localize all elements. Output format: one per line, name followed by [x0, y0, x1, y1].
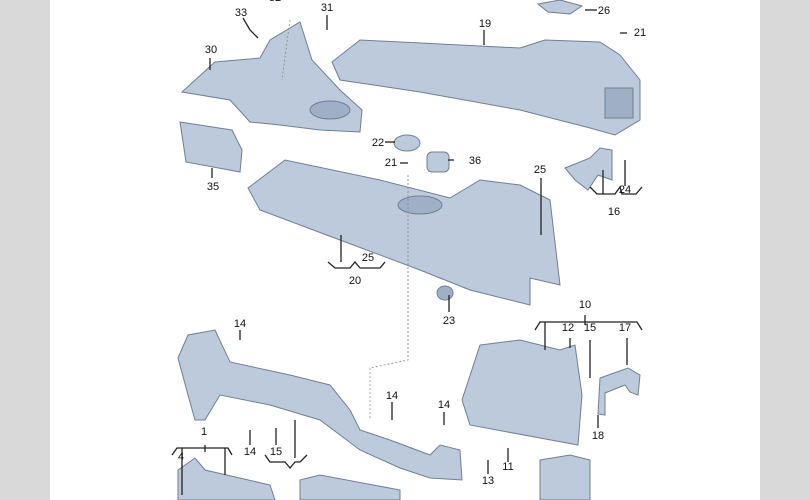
exploded-view-drawing: [171, 0, 643, 500]
part-bottom-duct: [539, 454, 591, 500]
label-14: 14: [385, 390, 399, 402]
part-26: [536, 0, 584, 15]
label-19: 19: [478, 18, 492, 30]
label-18: 18: [591, 430, 605, 442]
part-19-rear-console: [331, 39, 641, 136]
label-16: 16: [607, 206, 621, 218]
label-21: 21: [633, 27, 647, 39]
part-16-bracket: [564, 147, 613, 191]
label-10: 10: [578, 299, 592, 311]
label-26: 26: [597, 5, 611, 17]
label-14: 14: [233, 318, 247, 330]
part-22-cap: [393, 134, 421, 152]
part-19-cup: [604, 87, 634, 119]
label-35: 35: [206, 181, 220, 193]
label-4: 4: [177, 451, 185, 463]
label-15: 15: [269, 446, 283, 458]
part-17-clip: [597, 367, 641, 416]
part-23-grommet: [436, 285, 454, 301]
label-31: 31: [320, 2, 334, 14]
label-25: 25: [361, 252, 375, 264]
label-24: 24: [618, 184, 632, 196]
label-14: 14: [437, 399, 451, 411]
label-33: 33: [234, 7, 248, 19]
label-23: 23: [442, 315, 456, 327]
part-10-storage-box: [461, 339, 583, 446]
label-32: 32: [269, 0, 281, 4]
label-30: 30: [204, 44, 218, 56]
label-13: 13: [481, 475, 495, 487]
parts-diagram: 32 33 31 26 21 19 30 22 21 36 35 25 24 1…: [50, 0, 760, 500]
label-15: 15: [583, 322, 597, 334]
alignment-line: [369, 175, 409, 420]
label-20: 20: [348, 275, 362, 287]
label-12: 12: [561, 322, 575, 334]
label-14: 14: [243, 446, 257, 458]
part-20-center-console: [247, 159, 561, 306]
part-36-cup-insert: [426, 151, 450, 173]
label-1: 1: [200, 426, 208, 438]
label-17: 17: [618, 322, 632, 334]
label-36: 36: [468, 155, 482, 167]
leader-lines: [171, 9, 643, 495]
part-frame: [177, 329, 463, 481]
part-20-cupholder: [397, 195, 443, 215]
part-1-bracket: [177, 457, 276, 500]
label-25: 25: [533, 164, 547, 176]
part-30-opening: [309, 100, 351, 120]
label-22: 22: [371, 137, 385, 149]
part-bottom-tray: [299, 474, 401, 500]
label-11: 11: [502, 461, 514, 473]
label-21: 21: [384, 157, 398, 169]
part-35-panel: [179, 121, 243, 173]
